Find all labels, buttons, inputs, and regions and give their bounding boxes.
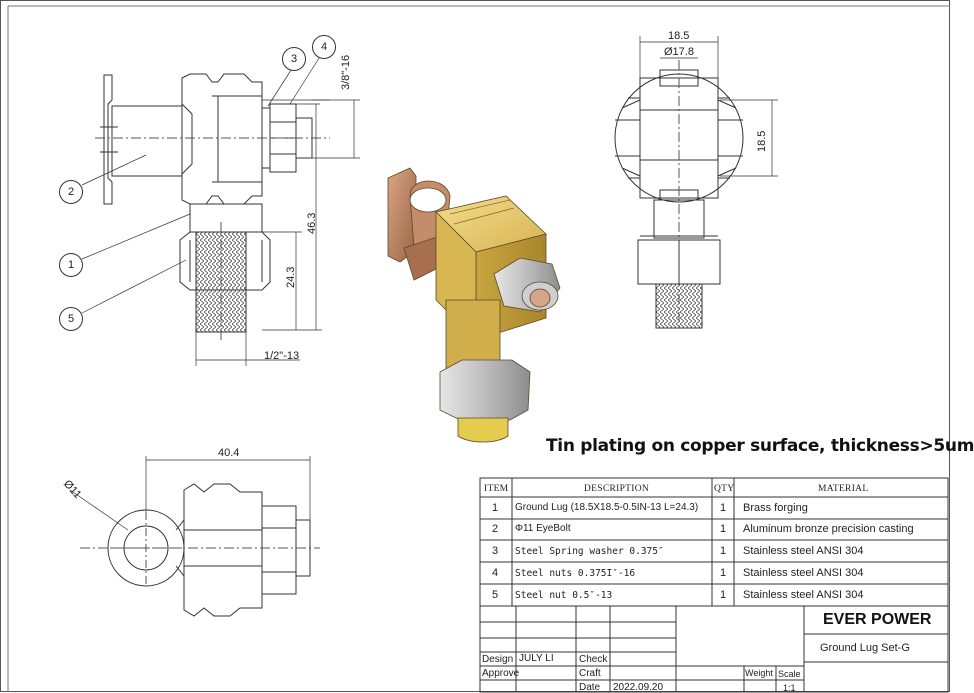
bom-row-4-item: 4 [492, 567, 499, 579]
dim-thread-bottom: 1/2"-13 [264, 350, 300, 362]
bom-row-3-qty: 1 [720, 545, 727, 557]
bom-row-5-description: Steel nut 0.5″-13 [515, 590, 613, 601]
scale-value: 1:1 [783, 683, 796, 693]
bom-row-4-material: Stainless steel ANSI 304 [743, 567, 864, 579]
balloon-2: 2 [59, 180, 83, 204]
balloon-3: 3 [282, 47, 306, 71]
bom-row-1-material: Brass forging [743, 502, 808, 514]
front-view [81, 54, 360, 366]
plating-note: Tin plating on copper surface, thickness… [546, 436, 974, 456]
drawing-sheet [0, 0, 950, 693]
iso-view [387, 167, 561, 443]
part-name: Ground Lug Set-G [820, 642, 910, 654]
bom-row-5-qty: 1 [720, 589, 727, 601]
dim-height-24: 24.3 [285, 266, 297, 288]
bom-row-1-item: 1 [492, 502, 499, 514]
dim-height-46: 46.3 [306, 212, 318, 234]
bom-row-3-item: 3 [492, 545, 499, 557]
bom-header-description: DESCRIPTION [584, 484, 650, 494]
date-value: 2022.09.20 [613, 682, 664, 693]
date-label: Date [579, 682, 601, 693]
bom-row-2-qty: 1 [720, 523, 727, 535]
bom-header-material: MATERIAL [818, 484, 869, 494]
approve-label: Approve [482, 668, 520, 679]
bom-row-4-description: Steel nuts 0.375I″-16 [515, 568, 636, 579]
dim-length-40-4: 40.4 [218, 447, 240, 459]
balloon-1: 1 [59, 253, 83, 277]
bom-row-3-material: Stainless steel ANSI 304 [743, 545, 864, 557]
dim-dia-17-8: Ø17.8 [664, 46, 694, 58]
weight-label: Weight [745, 668, 773, 678]
dim-width-18-5: 18.5 [668, 30, 690, 42]
bom-row-2-item: 2 [492, 523, 499, 535]
scale-label: Scale [778, 669, 801, 679]
balloon-4: 4 [312, 35, 336, 59]
company-name: EVER POWER [823, 611, 932, 628]
top-view [69, 456, 320, 617]
dim-side-18-5: 18.5 [756, 130, 768, 152]
bom-row-2-material: Aluminum bronze precision casting [743, 523, 914, 535]
bom-row-3-description: Steel Spring washer 0.375″ [515, 546, 664, 557]
bom-header-item: ITEM [484, 484, 509, 494]
side-view [614, 36, 778, 330]
design-value: JULY LI [519, 653, 554, 664]
bom-row-4-qty: 1 [720, 567, 727, 579]
bom-row-5-material: Stainless steel ANSI 304 [743, 589, 864, 601]
bom-header-qty: QTY [714, 484, 735, 494]
balloon-5: 5 [59, 307, 83, 331]
bom-row-1-qty: 1 [720, 502, 727, 514]
craft-label: Craft [579, 668, 601, 679]
design-label: Design [482, 654, 514, 665]
bom-row-1-description: Ground Lug (18.5X18.5-0.5IN-13 L=24.3) [515, 502, 699, 513]
bom-grid [479, 477, 949, 693]
bom-row-2-description: Φ11 EyeBolt [515, 523, 571, 534]
bom-row-5-item: 5 [492, 589, 499, 601]
dim-thread-top: 3/8"-16 [340, 54, 352, 90]
check-label: Check [579, 654, 608, 665]
